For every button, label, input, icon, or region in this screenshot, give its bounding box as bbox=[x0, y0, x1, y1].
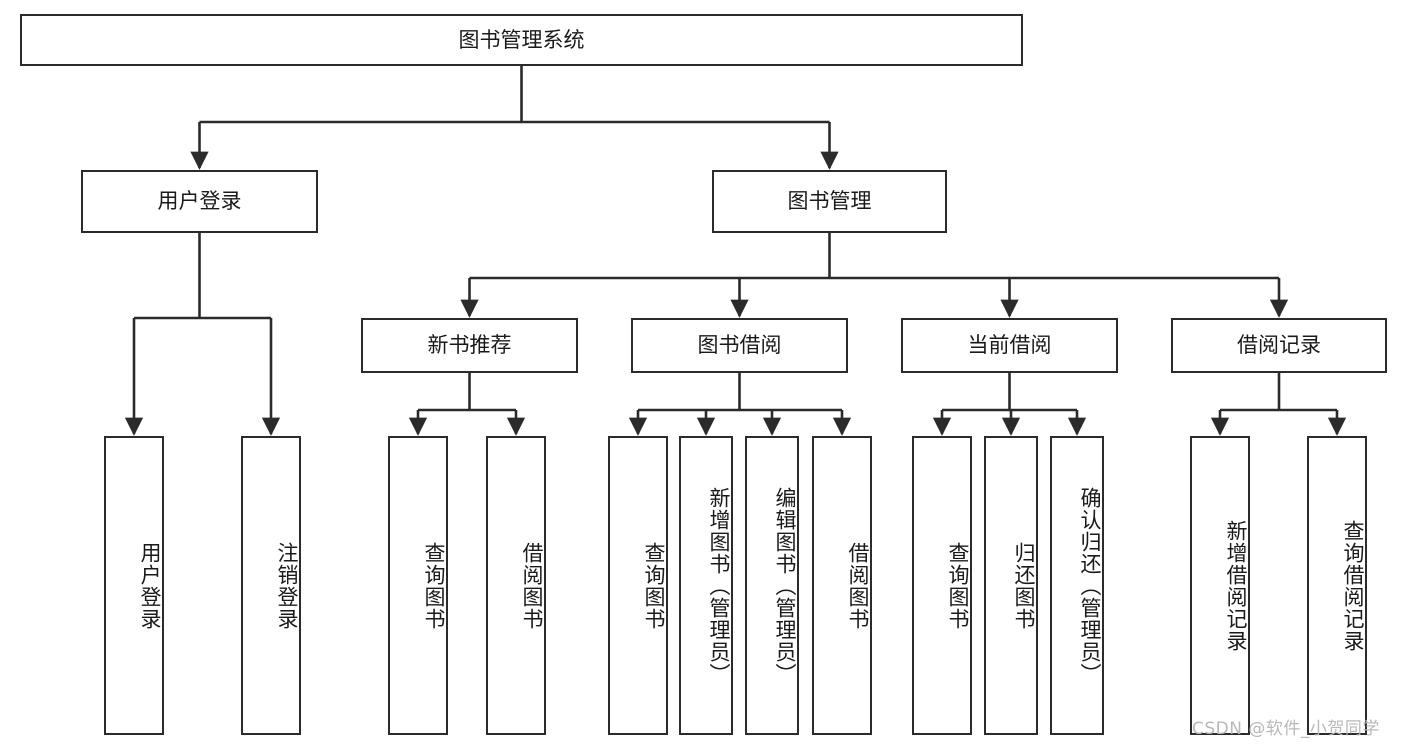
node-user-login[interactable]: 用户登录 bbox=[81, 170, 318, 233]
node-label: 图书管理系统 bbox=[458, 27, 585, 52]
node-label: 查询图书 bbox=[946, 541, 970, 630]
node-leaf-borrow-book-1[interactable]: 借阅图书 bbox=[486, 436, 546, 735]
node-current-borrow[interactable]: 当前借阅 bbox=[901, 318, 1118, 373]
node-label: 新书推荐 bbox=[427, 333, 512, 358]
node-book-manage[interactable]: 图书管理 bbox=[712, 170, 947, 233]
node-leaf-add-borrow-record[interactable]: 新增借阅记录 bbox=[1190, 436, 1250, 735]
node-label: 借阅记录 bbox=[1237, 333, 1321, 358]
node-leaf-user-logout[interactable]: 注销登录 bbox=[241, 436, 301, 735]
node-label: 查询图书 bbox=[642, 541, 666, 630]
node-leaf-borrow-book-2[interactable]: 借阅图书 bbox=[812, 436, 872, 735]
node-leaf-add-book[interactable]: 新增图书（管理员） bbox=[679, 436, 733, 735]
node-new-book-recommend[interactable]: 新书推荐 bbox=[361, 318, 578, 373]
node-leaf-edit-book[interactable]: 编辑图书（管理员） bbox=[745, 436, 799, 735]
node-leaf-query-book-3[interactable]: 查询图书 bbox=[912, 436, 972, 735]
node-label: 用户登录 bbox=[157, 189, 242, 214]
node-label: 当前借阅 bbox=[967, 333, 1052, 358]
node-leaf-return-book[interactable]: 归还图书 bbox=[984, 436, 1038, 735]
node-label: 新增图书（管理员） bbox=[707, 486, 731, 685]
node-label: 图书借阅 bbox=[697, 333, 782, 358]
node-label: 注销登录 bbox=[275, 541, 299, 630]
node-label: 编辑图书（管理员） bbox=[773, 486, 797, 685]
node-label: 归还图书 bbox=[1012, 541, 1036, 630]
node-label: 借阅图书 bbox=[520, 541, 544, 630]
node-root[interactable]: 图书管理系统 bbox=[20, 14, 1023, 66]
node-label: 图书管理 bbox=[787, 189, 872, 214]
node-leaf-user-login[interactable]: 用户登录 bbox=[104, 436, 164, 735]
csdn-watermark: CSDN @软件_小贺同学 bbox=[1192, 719, 1380, 739]
node-label: 借阅图书 bbox=[846, 541, 870, 630]
node-leaf-query-book-2[interactable]: 查询图书 bbox=[608, 436, 668, 735]
node-label: 查询借阅记录 bbox=[1341, 519, 1365, 652]
node-leaf-query-book-1[interactable]: 查询图书 bbox=[388, 436, 448, 735]
node-label: 新增借阅记录 bbox=[1224, 519, 1248, 652]
node-leaf-confirm-return[interactable]: 确认归还（管理员） bbox=[1050, 436, 1104, 735]
node-borrow-record[interactable]: 借阅记录 bbox=[1171, 318, 1387, 373]
node-book-borrow[interactable]: 图书借阅 bbox=[631, 318, 848, 373]
node-label: 用户登录 bbox=[138, 541, 162, 630]
node-label: 查询图书 bbox=[422, 541, 446, 630]
node-label: 确认归还（管理员） bbox=[1078, 486, 1102, 685]
node-leaf-query-borrow-record[interactable]: 查询借阅记录 bbox=[1307, 436, 1367, 735]
